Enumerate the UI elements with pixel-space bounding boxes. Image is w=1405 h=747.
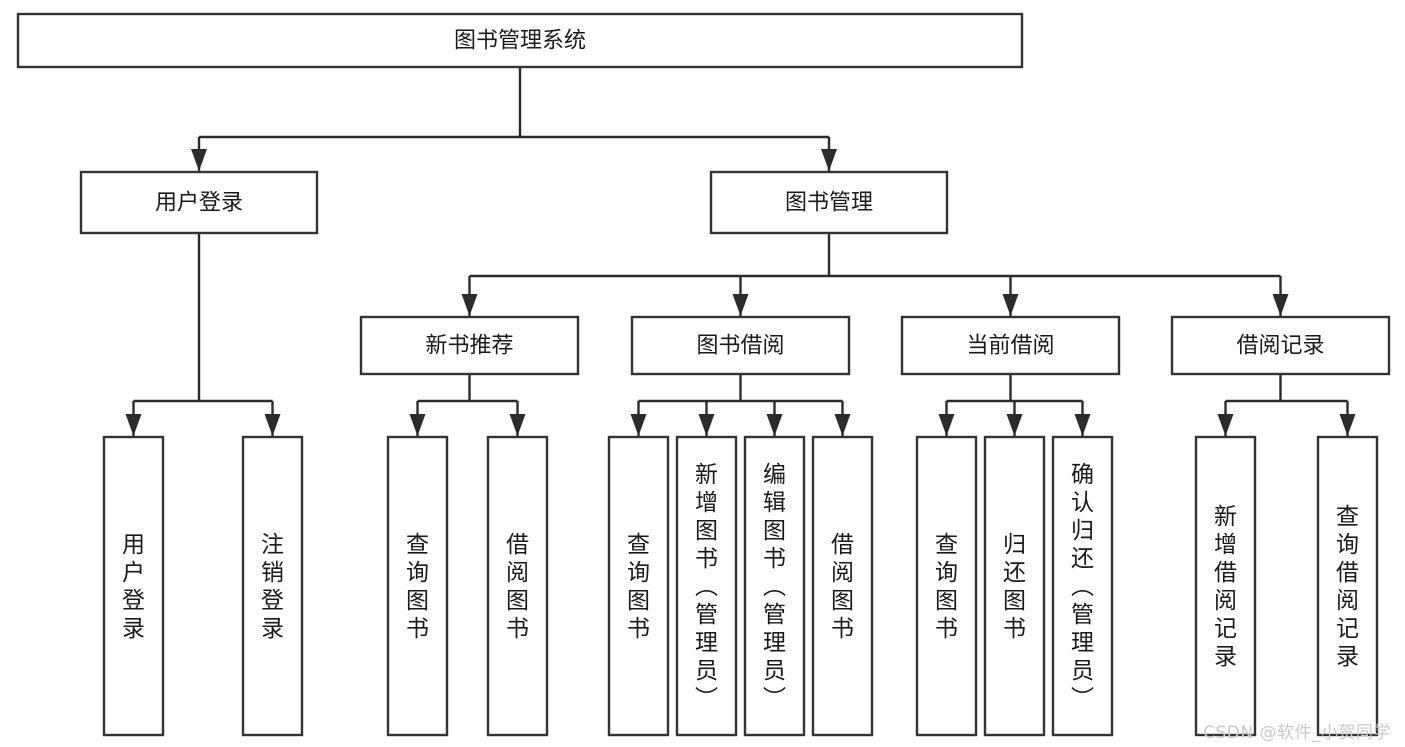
- node-leaf-query-book-current[interactable]: 查询图书: [915, 435, 978, 737]
- node-user-login-label: 用户登录: [155, 191, 243, 216]
- node-leaf-borrow-book-rec-label: 借阅图书: [506, 532, 529, 642]
- node-layer: 图书管理系统用户登录图书管理新书推荐图书借阅当前借阅借阅记录用户登录注销登录查询…: [16, 12, 1391, 737]
- node-new-book-recommend-box[interactable]: [359, 315, 580, 376]
- watermark-label: CSDN @软件_小贺同学: [1203, 723, 1391, 743]
- arrow-head-icon: [834, 414, 851, 436]
- node-leaf-add-book-admin-box[interactable]: [675, 435, 738, 737]
- node-leaf-confirm-return-admin[interactable]: 确认归还︵管理员︶: [1051, 435, 1114, 737]
- arrow-head-icon: [264, 414, 281, 436]
- node-leaf-logout-login-label: 注销登录: [261, 532, 284, 642]
- node-leaf-query-book-current-box[interactable]: [915, 435, 978, 737]
- arrow-head-icon: [821, 149, 837, 171]
- node-root-box[interactable]: [16, 12, 1024, 69]
- node-leaf-query-borrow-record-box[interactable]: [1316, 435, 1379, 737]
- node-leaf-confirm-return-admin-label: 确认归还︵管理员︶: [1071, 462, 1094, 712]
- node-leaf-logout-login-box[interactable]: [241, 435, 304, 737]
- node-leaf-return-book-box[interactable]: [983, 435, 1046, 737]
- node-book-management-label: 图书管理: [785, 191, 873, 216]
- node-new-book-recommend[interactable]: 新书推荐: [359, 315, 580, 376]
- arrow-head-icon: [630, 414, 647, 436]
- node-leaf-return-book-label: 归还图书: [1003, 532, 1026, 642]
- arrow-head-icon: [1002, 294, 1019, 316]
- node-book-borrow-label: 图书借阅: [696, 334, 784, 359]
- arrow-head-icon: [698, 414, 715, 436]
- node-leaf-query-book-rec[interactable]: 查询图书: [386, 435, 449, 737]
- arrow-head-icon: [509, 414, 526, 436]
- node-leaf-borrow-book-rec-box[interactable]: [486, 435, 549, 737]
- node-leaf-query-borrow-record[interactable]: 查询借阅记录: [1316, 435, 1379, 737]
- node-root[interactable]: 图书管理系统: [16, 12, 1024, 69]
- node-leaf-add-book-admin[interactable]: 新增图书︵管理员︶: [675, 435, 738, 737]
- node-leaf-query-book-borrow-box[interactable]: [607, 435, 670, 737]
- node-leaf-borrow-book[interactable]: 借阅图书: [811, 435, 874, 737]
- arrow-head-icon: [938, 414, 955, 436]
- node-current-borrow[interactable]: 当前借阅: [900, 315, 1121, 376]
- node-leaf-borrow-book-rec[interactable]: 借阅图书: [486, 435, 549, 737]
- node-book-borrow[interactable]: 图书借阅: [630, 315, 851, 376]
- node-leaf-borrow-book-box[interactable]: [811, 435, 874, 737]
- node-borrow-record-label: 借阅记录: [1236, 334, 1324, 359]
- node-leaf-query-book-rec-label: 查询图书: [406, 532, 429, 642]
- arrow-head-icon: [1217, 414, 1234, 436]
- node-leaf-add-borrow-record[interactable]: 新增借阅记录: [1194, 435, 1257, 737]
- node-leaf-query-book-borrow-label: 查询图书: [627, 532, 650, 642]
- node-current-borrow-label: 当前借阅: [966, 334, 1054, 359]
- arrow-head-icon: [461, 294, 478, 316]
- node-book-borrow-box[interactable]: [630, 315, 851, 376]
- node-user-login-box[interactable]: [79, 170, 319, 235]
- node-leaf-edit-book-admin-label: 编辑图书︵管理员︶: [763, 462, 786, 712]
- node-leaf-user-login-label: 用户登录: [122, 532, 145, 642]
- node-leaf-logout-login[interactable]: 注销登录: [241, 435, 304, 737]
- node-current-borrow-box[interactable]: [900, 315, 1121, 376]
- node-leaf-borrow-book-label: 借阅图书: [831, 532, 854, 642]
- node-leaf-return-book[interactable]: 归还图书: [983, 435, 1046, 737]
- arrow-head-icon: [732, 294, 749, 316]
- node-leaf-add-borrow-record-box[interactable]: [1194, 435, 1257, 737]
- node-new-book-recommend-label: 新书推荐: [425, 334, 513, 359]
- node-borrow-record[interactable]: 借阅记录: [1170, 315, 1391, 376]
- node-leaf-add-book-admin-label: 新增图书︵管理员︶: [695, 462, 718, 712]
- node-leaf-edit-book-admin[interactable]: 编辑图书︵管理员︶: [743, 435, 806, 737]
- arrow-head-icon: [1272, 294, 1289, 316]
- node-book-management-box[interactable]: [709, 170, 949, 235]
- node-leaf-query-book-borrow[interactable]: 查询图书: [607, 435, 670, 737]
- node-borrow-record-box[interactable]: [1170, 315, 1391, 376]
- node-leaf-user-login[interactable]: 用户登录: [102, 435, 165, 737]
- arrow-head-icon: [1006, 414, 1023, 436]
- node-leaf-query-book-current-label: 查询图书: [935, 532, 958, 642]
- arrow-head-icon: [409, 414, 426, 436]
- node-leaf-add-borrow-record-label: 新增借阅记录: [1214, 504, 1237, 670]
- arrow-head-icon: [191, 149, 207, 171]
- node-root-label: 图书管理系统: [454, 29, 586, 54]
- node-leaf-user-login-box[interactable]: [102, 435, 165, 737]
- node-leaf-edit-book-admin-box[interactable]: [743, 435, 806, 737]
- arrow-head-icon: [1074, 414, 1091, 436]
- arrow-head-icon: [766, 414, 783, 436]
- node-book-management[interactable]: 图书管理: [709, 170, 949, 235]
- arrow-head-icon: [125, 414, 142, 436]
- node-user-login[interactable]: 用户登录: [79, 170, 319, 235]
- node-leaf-confirm-return-admin-box[interactable]: [1051, 435, 1114, 737]
- node-leaf-query-book-rec-box[interactable]: [386, 435, 449, 737]
- connector-layer: [125, 67, 1356, 436]
- node-leaf-query-borrow-record-label: 查询借阅记录: [1336, 504, 1359, 670]
- arrow-head-icon: [1339, 414, 1356, 436]
